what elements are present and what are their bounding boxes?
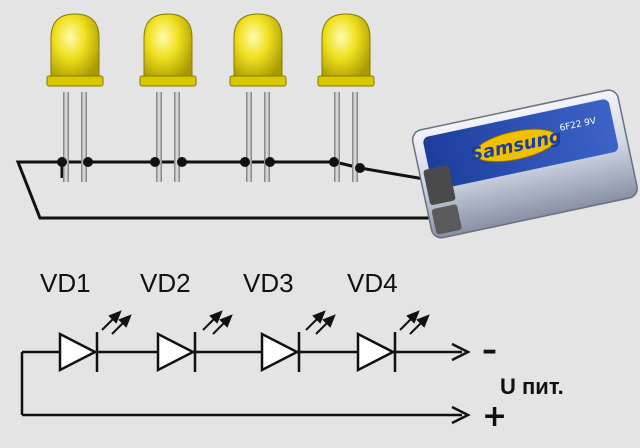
led-2: [139, 13, 197, 182]
emission-arrows: [101, 310, 430, 335]
minus-terminal-label: –: [482, 333, 497, 368]
label-vd1: VD1: [40, 268, 91, 298]
label-vd3: VD3: [243, 268, 294, 298]
label-vd4: VD4: [347, 268, 398, 298]
diode-vd2: [156, 331, 197, 373]
supply-voltage-label: U пит.: [500, 374, 564, 399]
diode-vd3: [260, 331, 301, 373]
led-1: [46, 13, 104, 182]
diode-vd1: [58, 331, 99, 373]
arrowheads: [451, 342, 471, 425]
label-vd2: VD2: [140, 268, 191, 298]
battery-9v: Samsung 6F22 9V: [411, 89, 638, 239]
junction-dots: [57, 157, 365, 173]
led-4: [317, 13, 375, 182]
led-3: [229, 13, 287, 182]
diode-vd4: [356, 331, 397, 373]
plus-terminal-label: +: [482, 399, 508, 434]
